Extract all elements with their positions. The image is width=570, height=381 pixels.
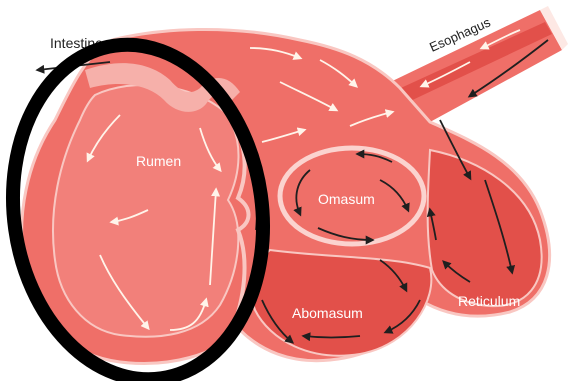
omasum-label: Omasum [318,191,375,207]
reticulum-label: Reticulum [458,293,520,309]
abomasum-label: Abomasum [292,305,363,321]
rumen-label: Rumen [136,153,181,169]
reticulum-lobe [428,150,542,306]
